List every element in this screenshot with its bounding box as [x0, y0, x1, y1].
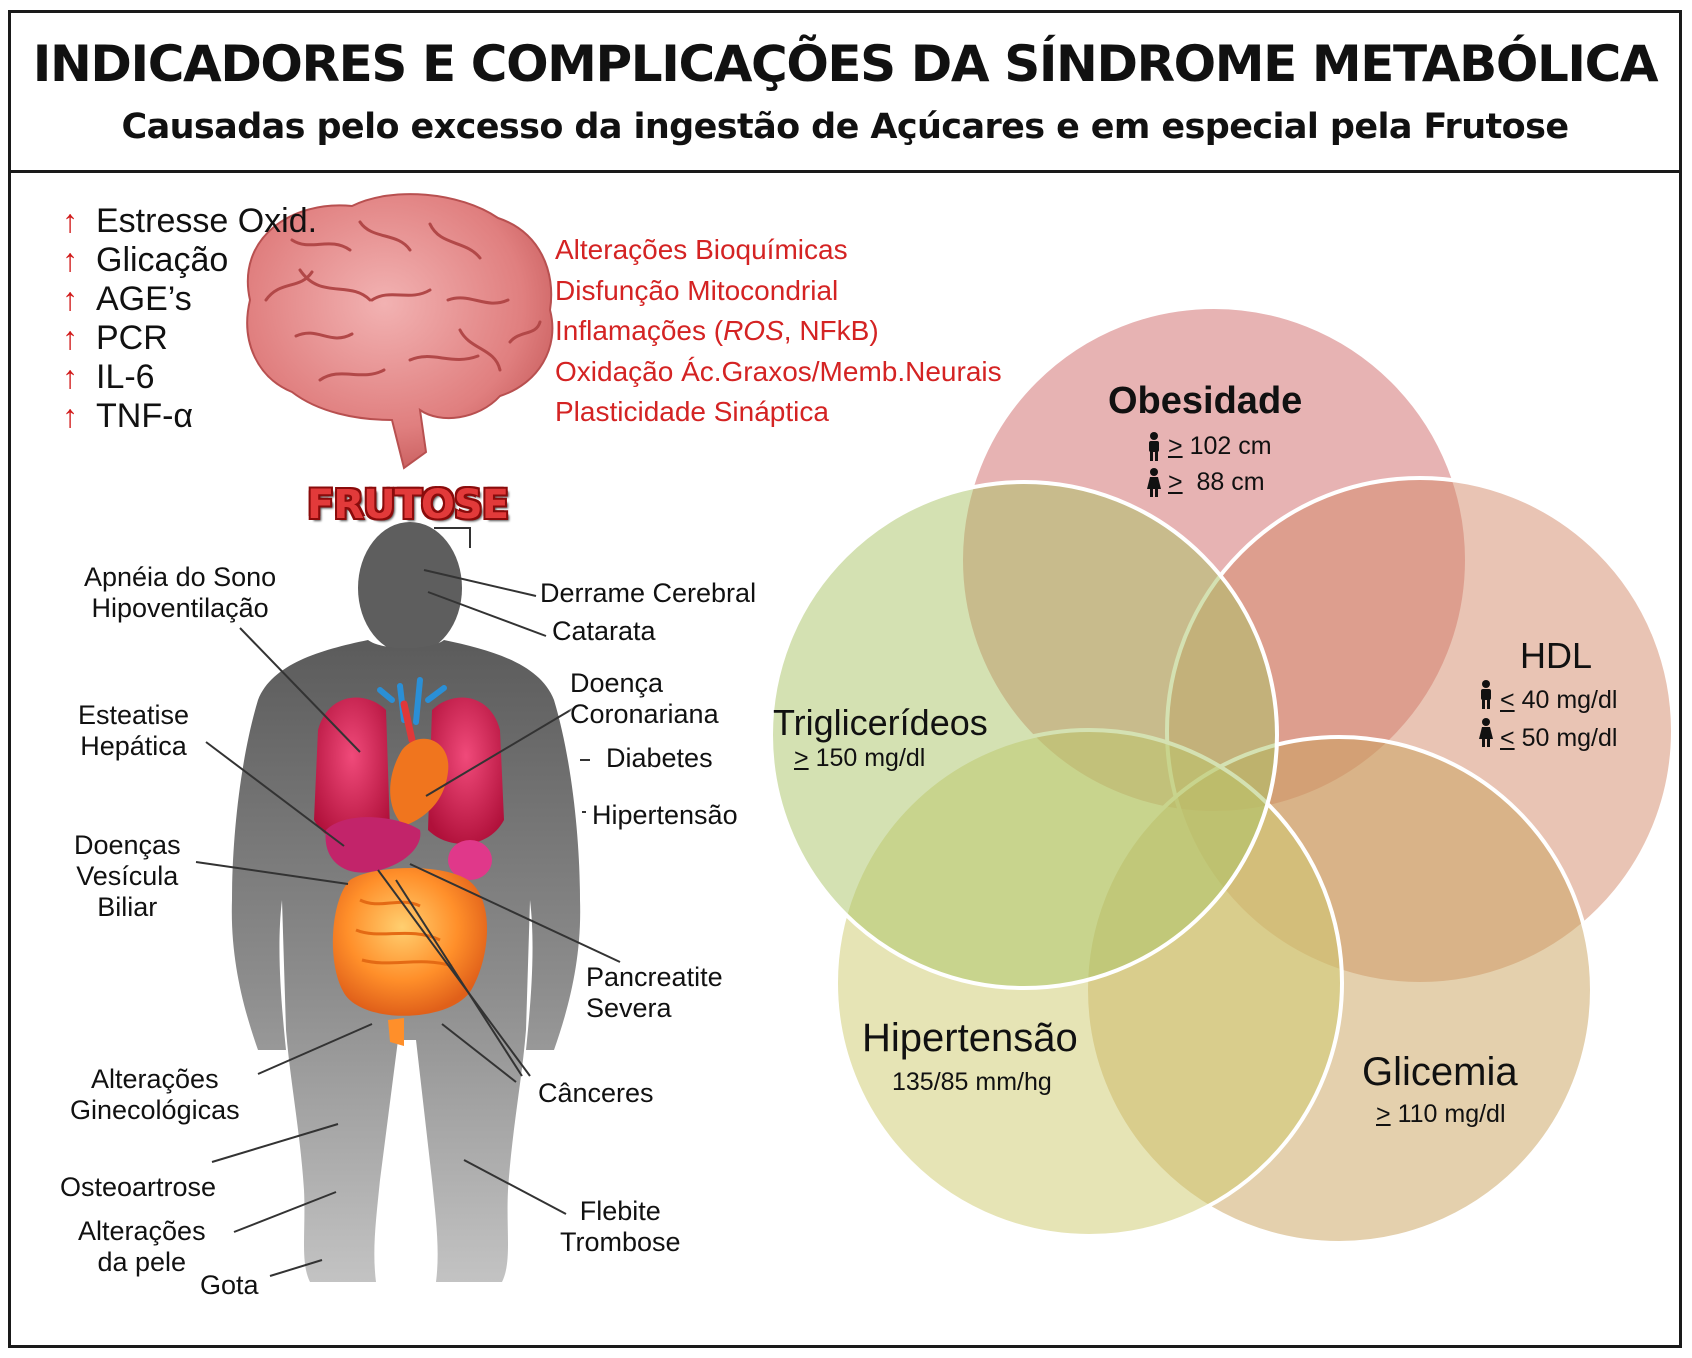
- venn-title-hdl: HDL: [1520, 635, 1593, 676]
- label-diabetes: Diabetes: [606, 743, 713, 773]
- list-item: ↑PCR: [62, 319, 168, 357]
- male-icon: [1481, 680, 1491, 709]
- list-item: ↑TNF-α: [62, 397, 194, 435]
- list-item: ↑Glicação: [62, 241, 229, 279]
- infographic-frame: INDICADORES E COMPLICAÇÕES DA SÍNDROME M…: [8, 10, 1682, 1348]
- venn-title-triglicerideos: Triglicerídeos: [773, 702, 988, 743]
- male-icon: [1149, 432, 1159, 461]
- venn-value: > 150 mg/dl: [794, 744, 926, 772]
- venn-value: 135/85 mm/hg: [892, 1068, 1052, 1096]
- venn-title-obesidade: Obesidade: [1108, 380, 1303, 422]
- list-item: Alterações Bioquímicas: [555, 234, 848, 265]
- connector-lines: [195, 527, 621, 1277]
- venn-value: < 40 mg/dl: [1500, 686, 1618, 714]
- venn-value: > 110 mg/dl: [1376, 1100, 1506, 1128]
- page-title: INDICADORES E COMPLICAÇÕES DA SÍNDROME M…: [32, 35, 1659, 93]
- venn-value: > 88 cm: [1168, 468, 1265, 496]
- list-item: ↑IL-6: [62, 358, 155, 396]
- arrow-up-icon: ↑: [62, 203, 78, 239]
- list-item: Plasticidade Sináptica: [555, 396, 829, 427]
- venn-diagram: [769, 305, 1675, 1245]
- label-osteoartrose: Osteoartrose: [60, 1172, 217, 1202]
- brain-icon: [246, 193, 554, 470]
- arrow-up-icon: ↑: [62, 281, 78, 317]
- venn-title-glicemia: Glicemia: [1362, 1050, 1518, 1094]
- venn-value: > 102 cm: [1168, 432, 1272, 460]
- markers-list: ↑Estresse Oxid. ↑Glicação ↑AGE’s ↑PCR ↑I…: [62, 202, 317, 436]
- organs-illustration: [314, 677, 504, 1046]
- venn-value: < 50 mg/dl: [1500, 724, 1618, 752]
- arrow-up-icon: ↑: [62, 359, 78, 395]
- arrow-up-icon: ↑: [62, 320, 78, 356]
- label-gota: Gota: [200, 1270, 259, 1300]
- label-catarata: Catarata: [552, 616, 656, 646]
- list-item: ↑AGE’s: [62, 280, 192, 318]
- female-icon: [1147, 468, 1161, 497]
- venn-circle-triglicerideos: [769, 480, 1279, 990]
- venn-title-hipertensao: Hipertensão: [862, 1016, 1078, 1060]
- arrow-up-icon: ↑: [62, 242, 78, 278]
- page-subtitle: Causadas pelo excesso da ingestão de Açú…: [121, 107, 1570, 147]
- frutose-label: FRUTOSE: [307, 482, 509, 528]
- label-derrame-cerebral: Derrame Cerebral: [540, 578, 757, 608]
- header: INDICADORES E COMPLICAÇÕES DA SÍNDROME M…: [11, 13, 1679, 173]
- list-item: Disfunção Mitocondrial: [555, 274, 839, 306]
- arrow-up-icon: ↑: [62, 398, 78, 434]
- label-canceres: Cânceres: [538, 1078, 654, 1108]
- label-hipertensao-body: Hipertensão: [592, 800, 738, 830]
- female-icon: [1479, 718, 1493, 747]
- list-item: Oxidação Ác.Graxos/Memb.Neurais: [555, 355, 1002, 387]
- list-item: ↑Estresse Oxid.: [62, 202, 318, 240]
- list-item: Inflamações (ROS, NFkB): [555, 315, 879, 346]
- alterations-list: Alterações Bioquímicas Disfunção Mitocon…: [555, 230, 1002, 433]
